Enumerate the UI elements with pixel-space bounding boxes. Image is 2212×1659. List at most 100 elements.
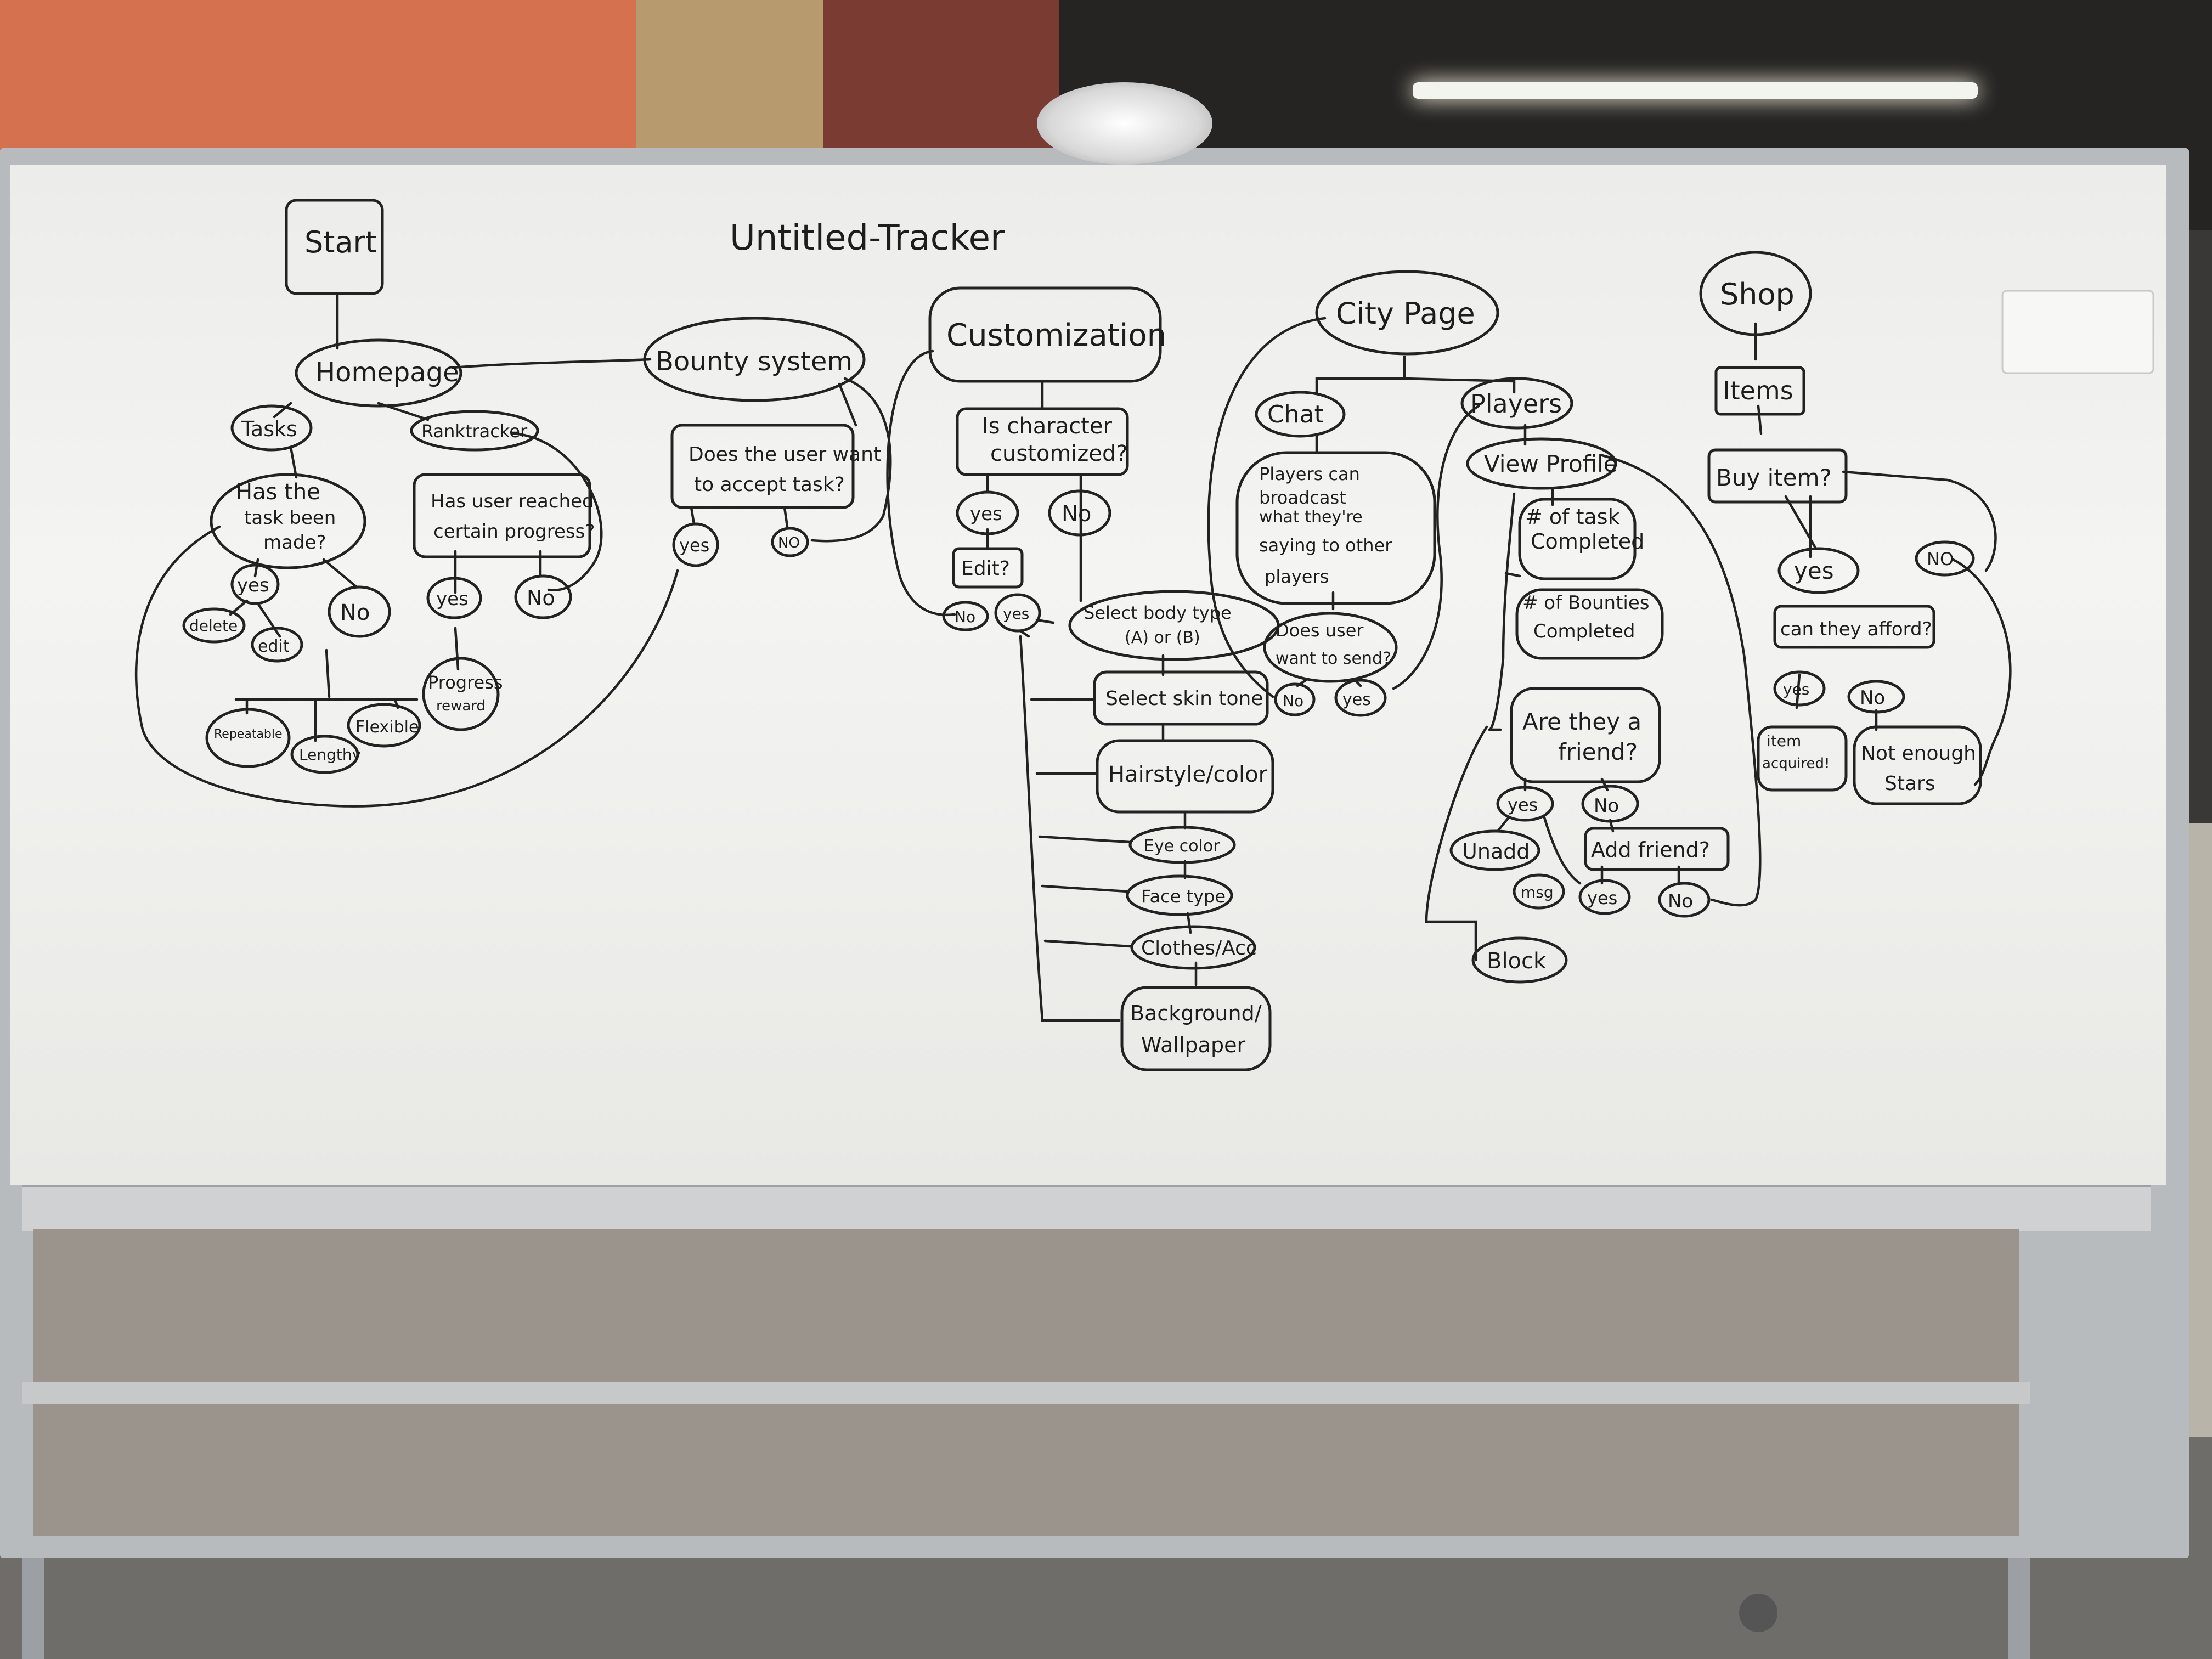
node-rank-progress: Has user reached certain progress? [413,473,595,558]
svg-text:Block: Block [1487,949,1547,974]
node-task-edit: edit [251,627,303,663]
svg-text:No: No [1283,692,1304,710]
orange-wall [0,0,636,165]
node-hairstyle: Hairstyle/color [1096,739,1274,814]
wood-pillar [636,0,823,165]
node-shop: Shop [1699,251,1812,336]
whiteboard-surface [10,165,2166,1185]
node-friend-question: Are they a friend? [1510,687,1661,783]
svg-text:want to send?: want to send? [1276,649,1391,668]
svg-text:Buy item?: Buy item? [1716,464,1832,491]
svg-text:Players: Players [1470,389,1562,419]
svg-text:can they afford?: can they afford? [1780,618,1932,640]
node-view-profile: View Profile [1466,437,1618,490]
svg-text:Is character: Is character [982,414,1112,439]
svg-text:Has the: Has the [236,479,320,505]
svg-text:yes: yes [679,535,709,556]
node-unadd: Unadd [1449,830,1541,871]
eraser [2001,290,2154,374]
svg-text:delete: delete [189,617,238,635]
svg-text:Has user reached: Has user reached [431,490,594,512]
marker-tray [22,1185,2151,1231]
svg-text:saying to other: saying to other [1259,535,1392,556]
svg-text:No: No [1594,795,1619,817]
node-task-flexible: Flexible [347,703,421,748]
svg-text:(A) or (B): (A) or (B) [1125,628,1200,647]
svg-text:Are they a: Are they a [1522,708,1641,735]
node-clothes: Clothes/Acc [1130,925,1257,970]
svg-text:No: No [1062,501,1091,527]
node-task-lengthy: Lengthy [290,735,361,774]
node-friend-no: No [1581,785,1639,823]
node-cust-question: Is character customized? [956,407,1129,476]
svg-text:Hairstyle/color: Hairstyle/color [1108,762,1268,787]
dark-wall [823,0,1059,165]
svg-text:Unadd: Unadd [1462,839,1530,864]
svg-text:Lengthy: Lengthy [299,746,361,764]
node-friend-yes: yes [1496,786,1554,822]
pendant-lamp [1037,82,1212,165]
svg-text:No: No [340,600,370,625]
svg-text:friend?: friend? [1558,738,1638,765]
svg-text:reward: reward [436,698,486,714]
node-customization: Customization [928,286,1166,383]
node-bounty-no: NO [771,527,809,557]
svg-text:Completed: Completed [1533,620,1635,642]
svg-text:Players can: Players can [1259,464,1360,484]
svg-text:Face type: Face type [1141,886,1226,907]
node-cust-edit-yes: yes [994,593,1041,633]
node-ranktracker: Ranktracker [410,410,539,452]
svg-text:what they're: what they're [1259,507,1363,527]
node-rank-no: No [514,574,572,619]
svg-text:broadcast: broadcast [1259,487,1346,508]
node-eye-color: Eye color [1128,826,1236,864]
svg-text:Chat: Chat [1267,400,1324,428]
node-background: Background/ Wallpaper [1120,986,1272,1071]
node-add-friend: Add friend? [1584,827,1730,871]
node-chat: Chat [1255,391,1346,438]
svg-text:Edit?: Edit? [961,557,1010,580]
node-city: City Page [1315,270,1499,356]
node-players: Players [1460,377,1573,430]
svg-text:yes: yes [970,503,1002,525]
node-cust-no: No [1048,489,1111,537]
node-chat-text: Players can broadcast what they're sayin… [1235,451,1436,605]
svg-text:yes: yes [1794,557,1834,584]
svg-text:No: No [955,608,975,626]
svg-text:Select body type: Select body type [1084,602,1232,623]
node-afford-yes: yes [1773,670,1826,707]
svg-text:Tasks: Tasks [241,417,297,441]
node-items: Items [1714,366,1805,416]
node-bounties-completed: # of Bounties Completed [1515,588,1664,660]
svg-text:players: players [1265,566,1329,587]
svg-text:# of task: # of task [1525,505,1620,529]
node-bounty-accept: Does the user want to accept task? [670,424,881,509]
node-buy-no: NO [1915,540,1975,577]
node-buy-yes: yes [1778,547,1860,594]
svg-text:Does the user want: Does the user want [689,443,881,466]
node-buy-item: Buy item? [1707,448,1848,504]
svg-text:NO: NO [1927,549,1954,569]
svg-text:yes: yes [1783,680,1809,698]
svg-text:Clothes/Acc: Clothes/Acc [1141,937,1257,960]
svg-text:# of Bounties: # of Bounties [1522,592,1650,614]
svg-text:View Profile: View Profile [1484,450,1618,477]
node-task-no: No [328,585,391,638]
svg-text:yes: yes [1508,794,1538,815]
node-item-acquired: item acquired! [1757,725,1848,792]
node-cust-yes: yes [956,490,1019,535]
node-homepage: Homepage [295,338,462,408]
node-start: Start [285,199,384,295]
svg-text:Stars: Stars [1884,772,1936,795]
svg-text:to accept task?: to accept task? [694,473,845,496]
node-tasks: Tasks [230,404,313,452]
node-task-yes: yes [230,563,280,605]
svg-text:Bounty system: Bounty system [656,346,853,377]
svg-text:Select skin tone: Select skin tone [1105,687,1263,710]
svg-text:Does user: Does user [1276,620,1364,641]
node-send-yes: yes [1334,679,1387,717]
svg-text:No: No [527,586,555,610]
svg-text:Wallpaper: Wallpaper [1141,1033,1245,1057]
svg-text:acquired!: acquired! [1762,755,1830,772]
svg-text:edit: edit [258,637,290,656]
